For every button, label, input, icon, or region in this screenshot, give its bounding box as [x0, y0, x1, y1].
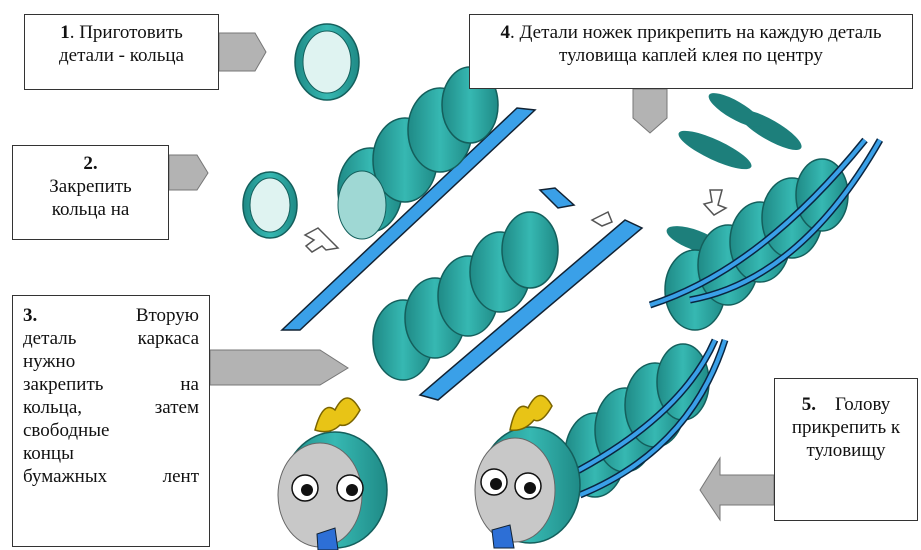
- step1-number: 1: [60, 22, 70, 43]
- arrow-step3: [210, 350, 348, 385]
- step3-line: концы: [23, 442, 199, 465]
- step4-text: . Детали ножек прикрепить на каждую дета…: [510, 22, 886, 66]
- step1-box: 1. Приготовить детали - кольца: [24, 14, 219, 90]
- step3-line: нужно: [23, 350, 199, 373]
- head-left: [278, 398, 387, 550]
- step3-number: 3.: [23, 305, 37, 326]
- step4-box: 4. Детали ножек прикрепить на каждую дет…: [469, 14, 913, 89]
- step2-box: 2. Закрепить кольца на: [12, 145, 169, 240]
- single-ring: [295, 24, 359, 100]
- step4-number: 4: [500, 22, 510, 43]
- step2-number: 2.: [83, 153, 97, 174]
- step5-box: 5. Голову прикрепить к туловищу: [774, 378, 918, 521]
- step3-line: бумажных лент: [23, 465, 199, 488]
- step3-line: деталь каркаса: [23, 327, 199, 350]
- step3-line: Вторую: [136, 305, 199, 326]
- arrow-step2: [169, 155, 208, 190]
- arrow-step1: [219, 33, 266, 71]
- step1-text: . Приготовить детали - кольца: [59, 22, 188, 66]
- step5-number: 5.: [802, 394, 816, 415]
- step2-text: Закрепить кольца на: [49, 176, 136, 220]
- arrow-step5: [700, 458, 774, 520]
- step3-line: свободные: [23, 419, 199, 442]
- step3-box: 3. Вторую деталь каркаса нужно закрепить…: [12, 295, 210, 547]
- step3-line: закрепить на: [23, 373, 199, 396]
- body-with-legs: [650, 87, 880, 330]
- step3-line: кольца, затем: [23, 396, 199, 419]
- arrow-step4: [633, 89, 667, 133]
- caterpillar-assembled: [475, 340, 725, 548]
